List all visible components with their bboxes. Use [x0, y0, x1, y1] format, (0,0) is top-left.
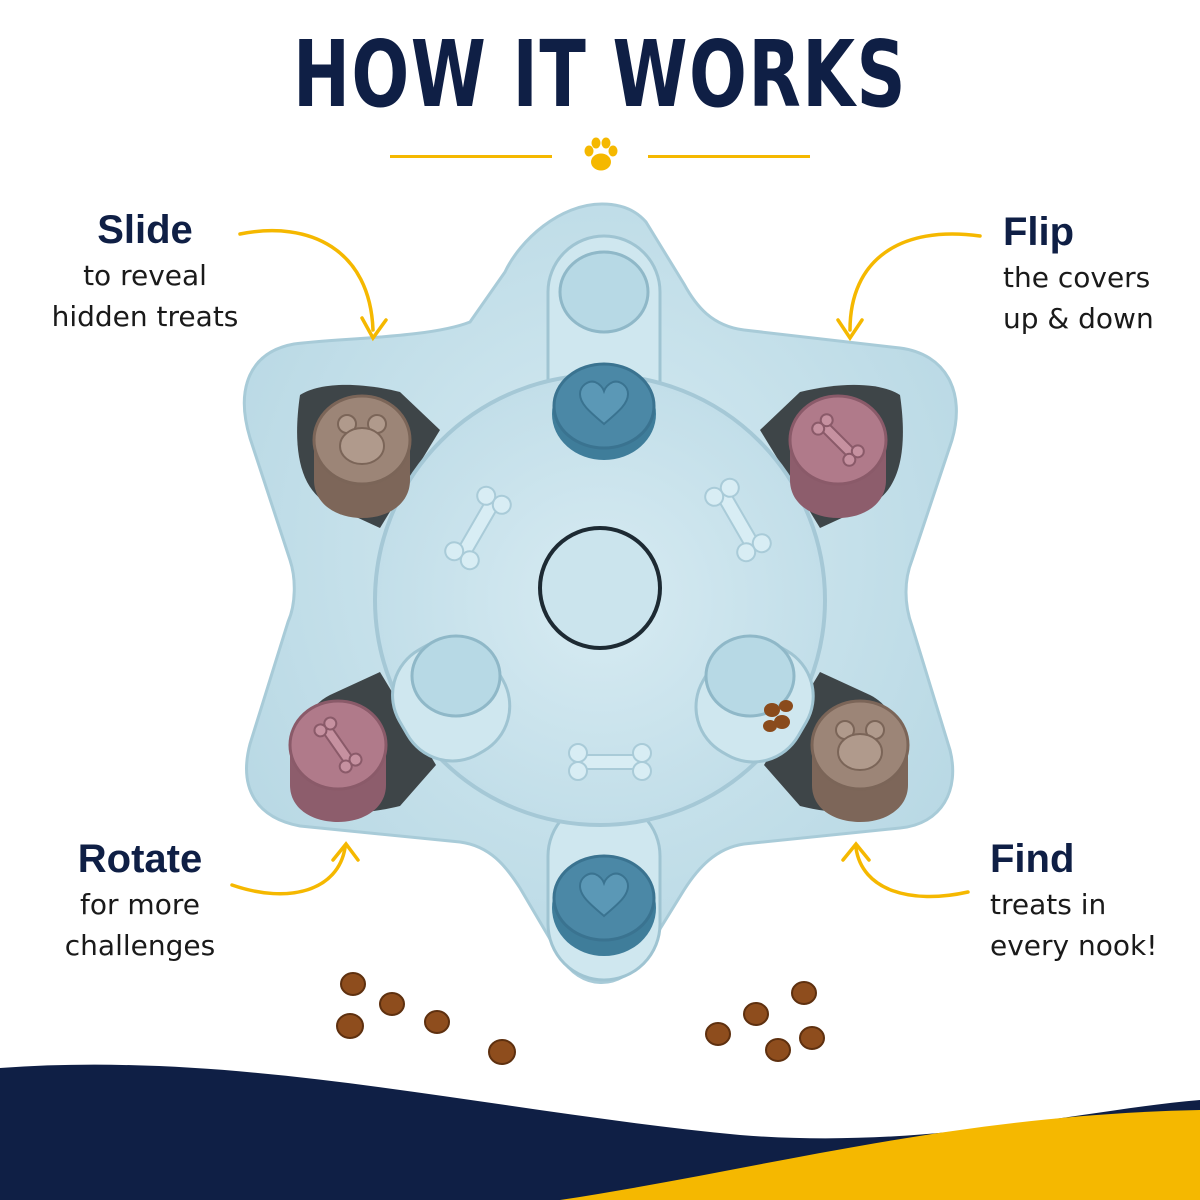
feature-desc-line: for more: [80, 888, 200, 921]
treat-hole-top: [558, 250, 650, 334]
bone-icon: [568, 743, 652, 781]
curved-arrow-icon: [836, 232, 982, 342]
feature-desc-line: the covers: [1003, 261, 1151, 294]
feature-desc-line: to reveal: [83, 259, 207, 292]
bone-icon: [811, 413, 865, 467]
curved-arrow-icon: [238, 229, 388, 342]
feature-desc-line: treats in: [990, 888, 1107, 921]
curved-arrow-icon: [230, 841, 360, 896]
bear-icon: [337, 414, 387, 465]
feature-desc-line: up & down: [1003, 302, 1154, 336]
feature-heading: Find: [990, 837, 1075, 881]
title-divider-right: [648, 155, 810, 158]
cover-bottom-right[interactable]: [810, 699, 910, 822]
kibble-in-hole: [763, 700, 793, 732]
feature-desc-line: hidden treats: [51, 300, 239, 334]
feature-find: Find treats in every nook!: [990, 835, 1190, 968]
heart-icon: [578, 872, 630, 918]
disc-center-ring: [538, 526, 662, 650]
cover-bottom-left[interactable]: [288, 699, 388, 822]
cover-bottom[interactable]: [552, 854, 656, 956]
treat-hole-right: [704, 634, 796, 718]
cover-top-left[interactable]: [312, 394, 412, 518]
feature-heading: Flip: [1003, 210, 1075, 254]
page-title: HOW IT WORKS: [292, 21, 908, 128]
title-divider-left: [390, 155, 552, 158]
scattered-kibble: [336, 972, 825, 1065]
feature-heading: Slide: [97, 208, 193, 252]
feature-rotate: Rotate for more challenges: [0, 835, 300, 968]
treat-hole-left: [410, 634, 502, 718]
feature-desc-line: challenges: [64, 929, 216, 963]
bone-icon: [313, 716, 363, 774]
heart-icon: [578, 380, 630, 426]
bone-icon: [704, 477, 772, 563]
bear-icon: [835, 720, 885, 771]
feature-flip: Flip the covers up & down: [1003, 208, 1193, 341]
bottom-wave-yellow: [560, 1110, 1200, 1200]
curved-arrow-icon: [841, 841, 970, 899]
bone-icon: [444, 485, 512, 571]
feature-slide: Slide to reveal hidden treats: [0, 206, 305, 339]
feature-heading: Rotate: [77, 837, 203, 881]
feature-desc-line: every nook!: [990, 929, 1158, 963]
cover-top-right[interactable]: [788, 394, 888, 518]
paw-icon: [584, 137, 618, 171]
